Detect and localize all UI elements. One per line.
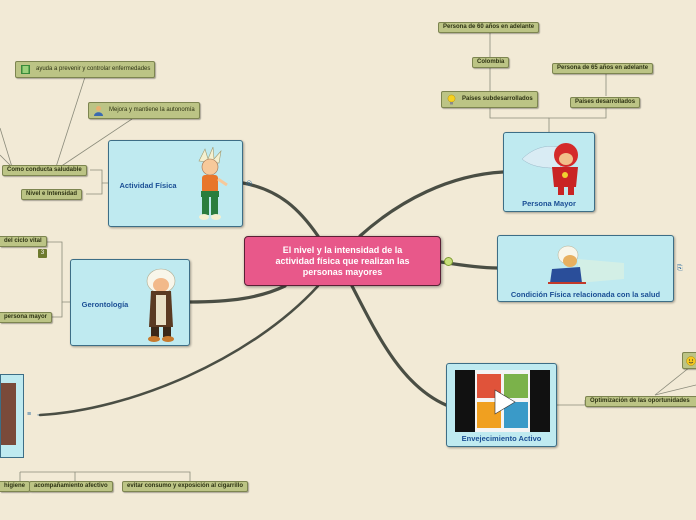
- branch-actividad-fisica: [241, 181, 320, 238]
- node-envejecimiento-activo-title: Envejecimiento Activo: [461, 434, 542, 443]
- tag-paises-desarrollados-text: Países desarrollados: [575, 99, 636, 105]
- node-condicion-fisica-title: Condición Física relacionada con la salu…: [510, 290, 661, 299]
- node-gerontologia[interactable]: Gerontología: [70, 259, 190, 346]
- branch-gerontologia: [188, 284, 287, 304]
- condicion-fisica-link-icon[interactable]: ⎘: [677, 265, 683, 272]
- tag-colombia[interactable]: Colombia: [472, 57, 510, 68]
- tag-acompanamiento[interactable]: acompañamiento afectivo: [29, 481, 113, 492]
- central-topic[interactable]: El nivel y la intensidad de la actividad…: [244, 236, 441, 286]
- ciclo-vital-count: 3: [40, 250, 45, 256]
- central-topic-text: El nivel y la intensidad de la actividad…: [275, 244, 410, 277]
- branch-envejecimiento: [350, 284, 448, 407]
- cartoon-runner-image: [548, 245, 624, 284]
- offscreen-node-image: [1, 383, 16, 445]
- tag-paises-desarrollados[interactable]: Países desarrollados: [570, 97, 641, 108]
- smiley-icon: [686, 356, 696, 366]
- lightbulb-icon: [447, 94, 456, 105]
- tag-mejora-autonomia-text: Mejora y mantiene la autonomía: [109, 107, 195, 113]
- node-actividad-fisica[interactable]: Actividad Física: [108, 140, 243, 227]
- node-persona-mayor[interactable]: Persona Mayor: [503, 132, 595, 212]
- node-offscreen-left[interactable]: [0, 374, 24, 458]
- tag-nivel-intensidad-text: Nivel e Intensidad: [26, 191, 78, 197]
- book-icon: [21, 65, 30, 74]
- tag-persona-65-text: Persona de 65 años en adelante: [557, 65, 649, 71]
- tag-nivel-intensidad[interactable]: Nivel e Intensidad: [21, 189, 83, 200]
- tag-ciclo-vital-text: del ciclo vital: [4, 238, 42, 244]
- tag-evitar-cigarrillo-text: evitar consumo y exposición al cigarrill…: [127, 483, 244, 489]
- tag-como-conducta[interactable]: Como conducta saludable: [2, 165, 87, 176]
- tag-acompanamiento-text: acompañamiento afectivo: [34, 483, 108, 489]
- node-gerontologia-title: Gerontología: [81, 300, 129, 309]
- central-collapse-dot[interactable]: [444, 257, 453, 266]
- cartoon-hero-image: [521, 143, 578, 195]
- actividad-fisica-link-icon[interactable]: ◎: [246, 180, 253, 187]
- tag-colombia-text: Colombia: [477, 59, 505, 65]
- cartoon-fighter-image: [198, 147, 228, 220]
- offscreen-node-link-icon[interactable]: ◦: [37, 412, 40, 419]
- tag-persona-65[interactable]: Persona de 65 años en adelante: [552, 63, 654, 74]
- tag-ayuda-prevenir-text: ayuda a prevenir y controlar enfermedade…: [36, 66, 151, 72]
- tag-mejora-autonomia[interactable]: Mejora y mantiene la autonomía: [88, 102, 200, 119]
- ciclo-vital-count-badge[interactable]: 3: [38, 249, 47, 258]
- tag-como-conducta-text: Como conducta saludable: [7, 167, 82, 173]
- tag-offscreen-right[interactable]: [682, 352, 696, 369]
- tag-higiene[interactable]: higiene: [0, 481, 31, 492]
- tag-optimizacion-text: Optimización de las oportunidades: [590, 398, 690, 404]
- tag-paises-subdesarrollados[interactable]: Países subdesarrollados: [441, 91, 538, 108]
- offscreen-node-notes-icon[interactable]: ≡: [27, 411, 32, 418]
- node-persona-mayor-title: Persona Mayor: [522, 199, 576, 208]
- tag-ciclo-vital[interactable]: del ciclo vital: [0, 236, 47, 247]
- node-actividad-fisica-title: Actividad Física: [119, 181, 177, 190]
- branch-left-bottom: [38, 284, 320, 417]
- tag-persona-mayor-frag-text: persona mayor: [4, 314, 48, 320]
- node-condicion-fisica[interactable]: Condición Física relacionada con la salu…: [497, 235, 674, 302]
- cartoon-elder-image: [146, 268, 176, 342]
- tag-paises-subdesarrollados-text: Países subdesarrollados: [462, 96, 533, 102]
- tag-ayuda-prevenir[interactable]: ayuda a prevenir y controlar enfermedade…: [15, 61, 156, 78]
- branch-persona-mayor: [358, 170, 505, 238]
- tag-persona-60[interactable]: Persona de 60 años en adelante: [438, 22, 540, 33]
- tag-persona-60-text: Persona de 60 años en adelante: [443, 24, 535, 30]
- tag-optimizacion[interactable]: Optimización de las oportunidades: [585, 396, 696, 407]
- tag-higiene-text: higiene: [4, 483, 26, 489]
- tag-persona-mayor-frag[interactable]: persona mayor: [0, 312, 53, 323]
- person-icon: [94, 106, 103, 116]
- video-thumbnail-image: [455, 370, 550, 432]
- node-envejecimiento-activo[interactable]: Envejecimiento Activo: [446, 363, 557, 447]
- tag-evitar-cigarrillo[interactable]: evitar consumo y exposición al cigarrill…: [122, 481, 249, 492]
